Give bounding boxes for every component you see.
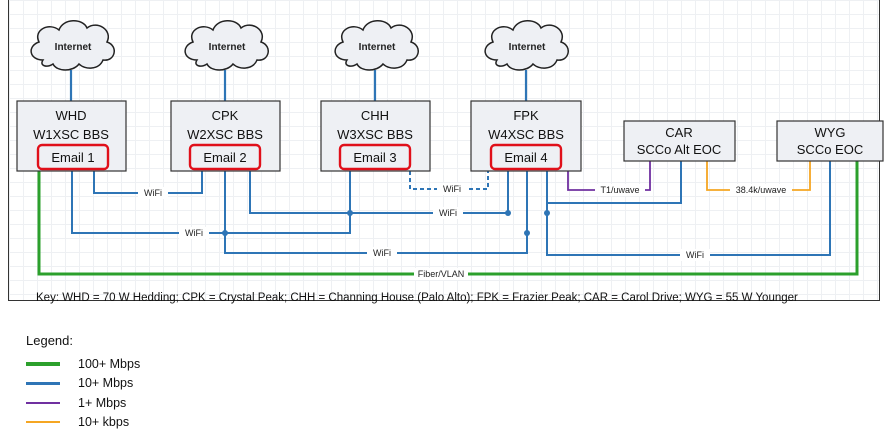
svg-text:Internet: Internet <box>359 42 396 53</box>
t1-label: T1/uwave <box>600 185 639 195</box>
svg-text:CAR: CAR <box>665 125 692 140</box>
email-highlight <box>188 143 262 171</box>
wifi-label: WiFi <box>686 250 704 260</box>
email-label: Email 2 <box>203 150 246 165</box>
legend-swatch <box>26 381 60 385</box>
legend-label: 1+ Mbps <box>78 396 127 410</box>
svg-text:WYG: WYG <box>814 125 845 140</box>
legend-label: 10+ kbps <box>78 415 130 429</box>
wifi-label: WiFi <box>373 248 391 258</box>
fiber-label: Fiber/VLAN <box>418 269 465 279</box>
node-wyg: WYG SCCo EOC <box>776 120 884 162</box>
svg-text:Internet: Internet <box>209 42 246 53</box>
svg-text:FPK: FPK <box>513 108 539 123</box>
node-whd: WHD W1XSC BBS Email 1 <box>16 100 127 172</box>
internet-cloud-icon: Internet <box>484 19 569 71</box>
node-car: CAR SCCo Alt EOC <box>623 120 736 162</box>
legend-swatch <box>26 421 60 423</box>
wifi-label: WiFi <box>185 228 203 238</box>
email-label: Email 3 <box>353 150 396 165</box>
email-highlight <box>489 143 563 171</box>
junction-dots <box>222 210 550 236</box>
email-highlight <box>36 143 110 171</box>
svg-text:W2XSC BBS: W2XSC BBS <box>187 127 263 142</box>
legend-label: 100+ Mbps <box>78 357 141 371</box>
svg-text:Internet: Internet <box>509 42 546 53</box>
svg-text:W1XSC BBS: W1XSC BBS <box>33 127 109 142</box>
svg-text:SCCo Alt EOC: SCCo Alt EOC <box>637 142 722 157</box>
svg-text:CHH: CHH <box>361 108 389 123</box>
email-label: Email 1 <box>51 150 94 165</box>
site-key: Key: WHD = 70 W Hedding; CPK = Crystal P… <box>36 292 798 304</box>
legend-label: 10+ Mbps <box>78 376 134 390</box>
svg-text:Internet: Internet <box>55 42 92 53</box>
internet-links <box>69 70 528 101</box>
internet-cloud-icon: Internet <box>30 19 115 71</box>
network-diagram: WiFi WiFi WiFi WiFi WiFi WiFi T1/uwave 3… <box>16 19 884 280</box>
svg-text:W4XSC BBS: W4XSC BBS <box>488 127 564 142</box>
kbps-label: 38.4k/uwave <box>736 185 787 195</box>
legend-title: Legend: <box>26 333 73 348</box>
legend-swatch <box>26 362 60 366</box>
legend-item: 1+ Mbps <box>26 394 126 412</box>
svg-text:WHD: WHD <box>55 108 86 123</box>
legend-swatch <box>26 402 60 404</box>
email-highlight <box>338 143 412 171</box>
svg-text:W3XSC BBS: W3XSC BBS <box>337 127 413 142</box>
internet-cloud-icon: Internet <box>334 19 419 71</box>
legend-item: 10+ kbps <box>26 413 129 431</box>
email-label: Email 4 <box>504 150 547 165</box>
node-cpk: CPK W2XSC BBS Email 2 <box>170 100 281 172</box>
node-fpk: FPK W4XSC BBS Email 4 <box>470 100 582 172</box>
wifi-label: WiFi <box>144 188 162 198</box>
wifi-label: WiFi <box>443 184 461 194</box>
wifi-label: WiFi <box>439 208 457 218</box>
svg-text:CPK: CPK <box>212 108 239 123</box>
link-labels: WiFi WiFi WiFi WiFi WiFi WiFi T1/uwave 3… <box>138 183 792 280</box>
svg-text:SCCo EOC: SCCo EOC <box>797 142 863 157</box>
internet-cloud-icon: Internet <box>184 19 269 71</box>
node-chh: CHH W3XSC BBS Email 3 <box>320 100 431 172</box>
legend-item: 100+ Mbps <box>26 355 140 373</box>
legend-item: 10+ Mbps <box>26 374 133 392</box>
